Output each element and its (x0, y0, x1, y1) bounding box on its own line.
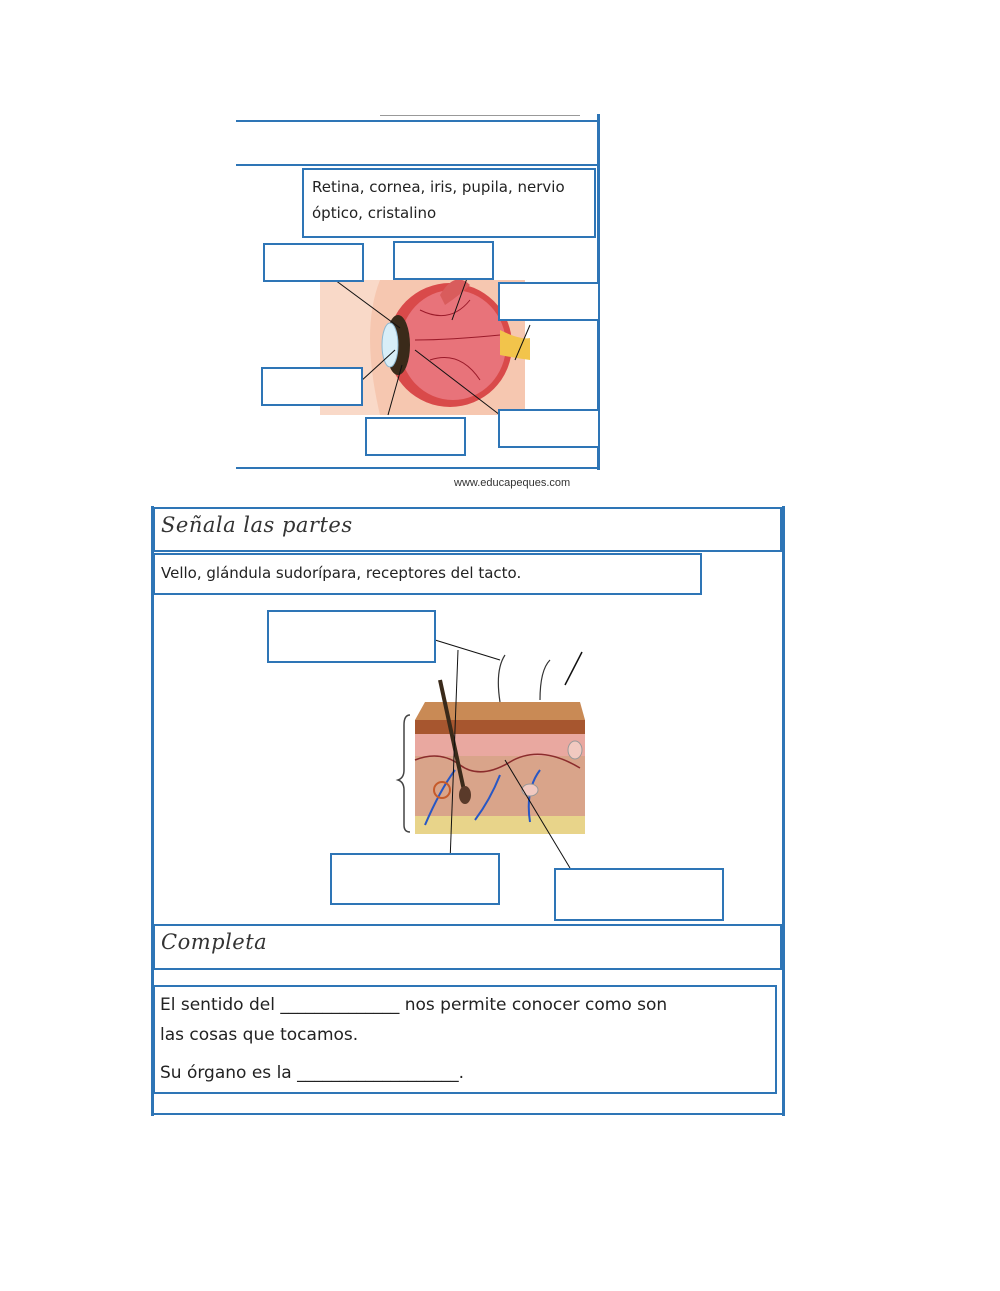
skin-frame-left (151, 506, 154, 1116)
complete-line-3-end: . (458, 1063, 465, 1083)
skin-word-bank-text: Vello, glándula sudorípara, receptores d… (161, 564, 522, 582)
skin-title-bar: Señala las partes (153, 507, 782, 552)
eye-answer-box-3[interactable] (498, 282, 600, 321)
complete-line-2: las cosas que tocamos. (160, 1025, 359, 1045)
skin-frame-right (782, 506, 785, 1116)
complete-paragraph-box: El sentido del ______________ nos permit… (153, 985, 777, 1094)
complete-blank-2[interactable]: ___________________ (297, 1063, 459, 1083)
eye-word-bank-line1: Retina, cornea, iris, pupila, nervio (312, 178, 565, 196)
skin-title: Señala las partes (161, 513, 353, 537)
complete-blank-1[interactable]: ______________ (280, 995, 400, 1015)
eye-frame-top-thin (380, 115, 580, 116)
skin-leader-lines (434, 639, 583, 869)
skin-cross-section-illustration (395, 654, 585, 834)
skin-word-bank: Vello, glándula sudorípara, receptores d… (153, 553, 702, 595)
skin-answer-box-1[interactable] (267, 610, 436, 663)
skin-frame-bottom (151, 1113, 785, 1115)
eye-word-bank: Retina, cornea, iris, pupila, nervio ópt… (302, 168, 596, 238)
complete-title-bar: Completa (153, 924, 782, 970)
complete-line-1-start: El sentido del (160, 995, 275, 1015)
eye-answer-box-5[interactable] (498, 409, 600, 448)
complete-line-3: Su órgano es la ___________________. (160, 1063, 770, 1083)
eye-answer-box-4[interactable] (261, 367, 363, 406)
complete-line-1-end: nos permite conocer como son (404, 995, 668, 1015)
eye-answer-box-2[interactable] (393, 241, 494, 280)
eye-credit: www.educapeques.com (454, 477, 571, 489)
eye-answer-box-1[interactable] (263, 243, 364, 282)
eye-answer-box-6[interactable] (365, 417, 466, 456)
complete-line-1: El sentido del ______________ nos permit… (160, 995, 770, 1025)
eye-word-bank-line2: óptico, cristalino (312, 204, 437, 222)
complete-title: Completa (161, 930, 268, 954)
complete-line-3-start: Su órgano es la (160, 1063, 292, 1083)
skin-answer-box-2[interactable] (330, 853, 500, 905)
skin-answer-box-3[interactable] (554, 868, 724, 921)
eye-frame-rule (236, 164, 600, 166)
eye-frame-top (236, 120, 600, 122)
eye-frame-bottom (236, 467, 600, 469)
